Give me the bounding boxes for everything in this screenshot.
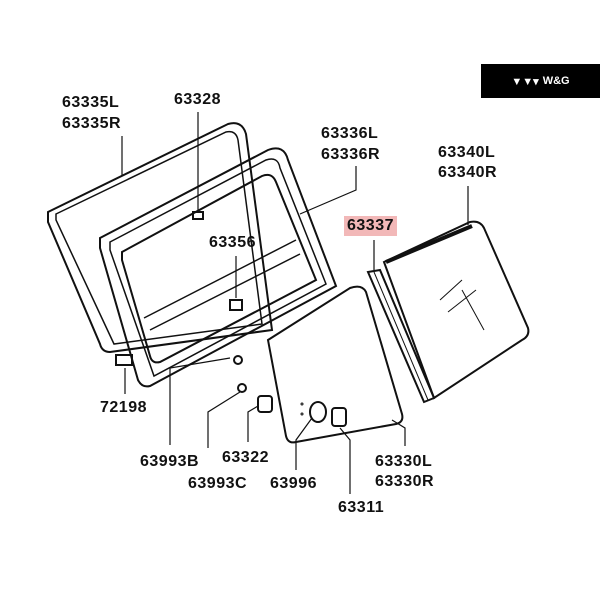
label-63335R: 63335R (62, 115, 122, 132)
bolt-63993B (233, 355, 243, 365)
label-63340R: 63340R (438, 164, 498, 181)
bolt-63993C (237, 383, 247, 393)
bracket-63311 (331, 407, 347, 427)
hinge-63996 (309, 401, 327, 423)
clip-63328 (192, 211, 204, 220)
label-63311: 63311 (338, 499, 385, 516)
stopper-63356 (229, 299, 243, 311)
label-63335L: 63335L (62, 94, 120, 111)
weatherstrip-63335 (47, 122, 274, 354)
label-63337-highlighted: 63337 (344, 216, 397, 236)
label-63336L: 63336L (321, 125, 379, 142)
seal-63337 (366, 268, 436, 404)
label-63328: 63328 (174, 91, 221, 108)
label-63340L: 63340L (438, 144, 496, 161)
logo-icon: ▼▼▾ (511, 75, 539, 88)
label-63993B: 63993B (140, 453, 200, 470)
label-63996: 63996 (270, 475, 317, 492)
label-63330L: 63330L (375, 453, 433, 470)
glass-63330 (266, 285, 404, 444)
latch-63322 (257, 395, 273, 413)
brand-logo-text: W&G (542, 75, 570, 87)
clip-72198 (115, 354, 133, 366)
window-frame-63336 (99, 147, 338, 388)
glass-63340 (382, 220, 530, 400)
label-63356: 63356 (209, 234, 256, 251)
label-63330R: 63330R (375, 473, 435, 490)
label-72198: 72198 (100, 399, 147, 416)
label-63322: 63322 (222, 449, 269, 466)
brand-badge: ▼▼▾ W&G (481, 64, 600, 98)
label-63993C: 63993C (188, 475, 248, 492)
label-63336R: 63336R (321, 146, 381, 163)
